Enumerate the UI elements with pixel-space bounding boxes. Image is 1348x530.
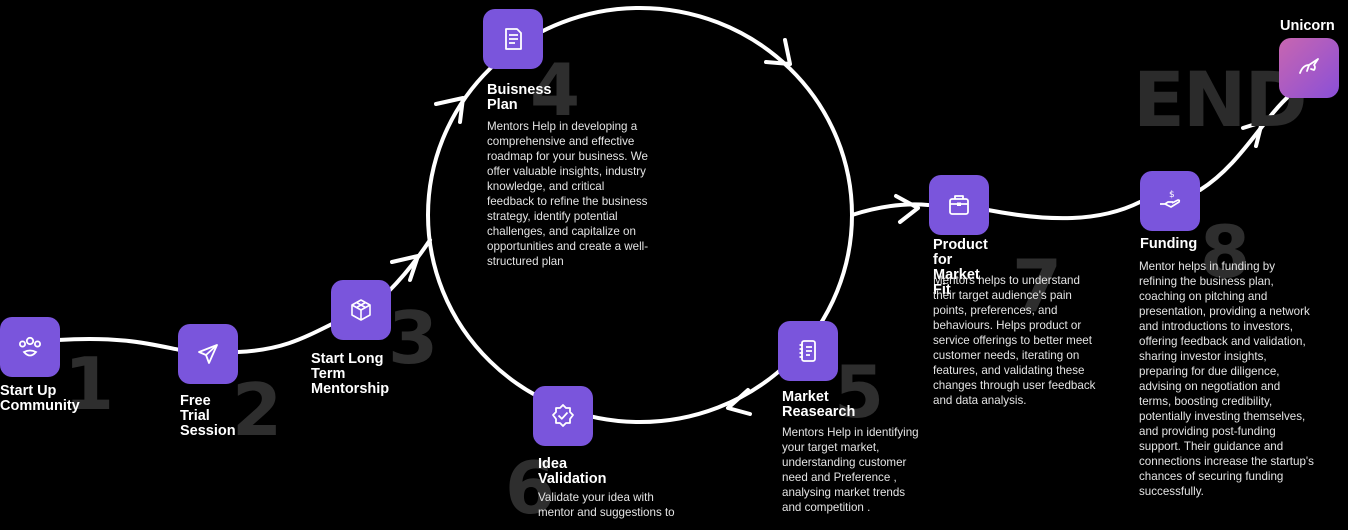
journey-path [56,6,1292,424]
step-title: Start Up Community [0,383,80,414]
step-title: Buisness Plan [487,82,552,113]
step-number: 4 [530,48,581,132]
unicorn-icon [1279,38,1339,98]
step-number: 7 [1012,244,1063,328]
step-description: Mentor helps in funding by refining the … [1139,260,1314,498]
step-title: Free Trial Session [180,393,236,439]
paper-plane-icon [178,324,238,384]
step-title: Market Reasearch [782,389,856,420]
step-description: Mentors Help in identifying your target … [782,426,919,514]
document-icon [483,9,543,69]
step-title: Funding [1140,236,1198,252]
step-description: Mentors Help in developing a comprehensi… [487,120,649,268]
step-number: 2 [232,368,283,452]
step-number: 3 [388,296,439,380]
svg-text:$: $ [1169,190,1175,200]
step-number: 8 [1200,210,1251,294]
step-title: Product for Market Fit [933,237,988,298]
step-title: Start Long Term Mentorship [311,351,390,397]
step-description: Validate your idea with mentor and sugge… [538,491,675,519]
step-number: 1 [64,342,115,426]
step-title: Idea Validation [538,456,607,487]
verified-badge-icon [533,386,593,446]
step-number: 6 [505,446,556,530]
hand-money-icon: $ [1140,171,1200,231]
cube-icon [331,280,391,340]
notebook-icon [778,321,838,381]
unicorn-label: Unicorn [1280,18,1335,34]
step-number: 5 [834,350,885,434]
end-word: END [1133,55,1308,144]
community-icon [0,317,60,377]
clipboard-icon [929,175,989,235]
step-description: Mentors helps to understand their target… [933,274,1096,407]
